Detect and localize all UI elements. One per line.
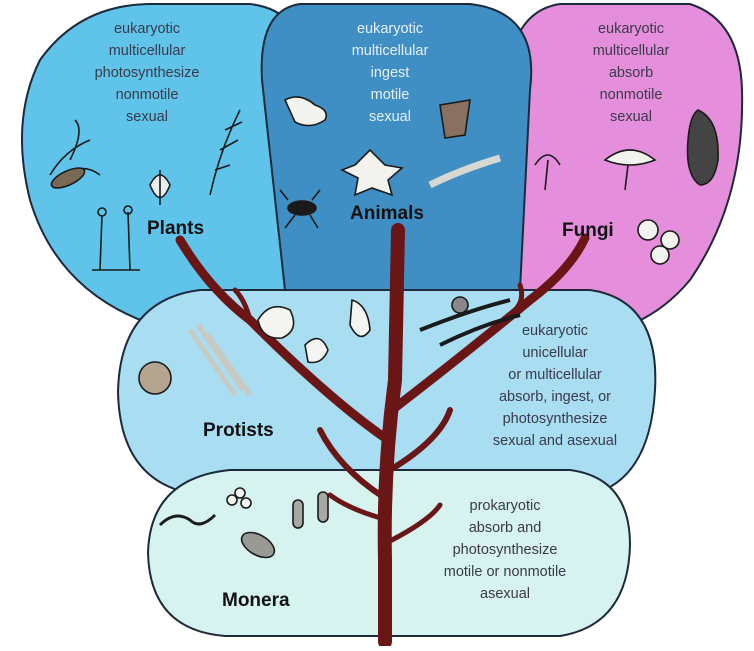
animals-traits: eukaryotic multicellular ingest motile s… [315,18,465,128]
monera-traits: prokaryotic absorb and photosynthesize m… [420,495,590,605]
fungi-traits: eukaryotic multicellular absorb nonmotil… [566,18,696,128]
monera-name: Monera [222,590,290,612]
animals-name: Animals [350,203,424,225]
plants-name: Plants [147,218,204,240]
protists-traits: eukaryotic unicellular or multicellular … [470,320,640,452]
protists-name: Protists [203,420,274,442]
plants-traits: eukaryotic multicellular photosynthesize… [62,18,232,128]
fungi-name: Fungi [562,220,614,242]
